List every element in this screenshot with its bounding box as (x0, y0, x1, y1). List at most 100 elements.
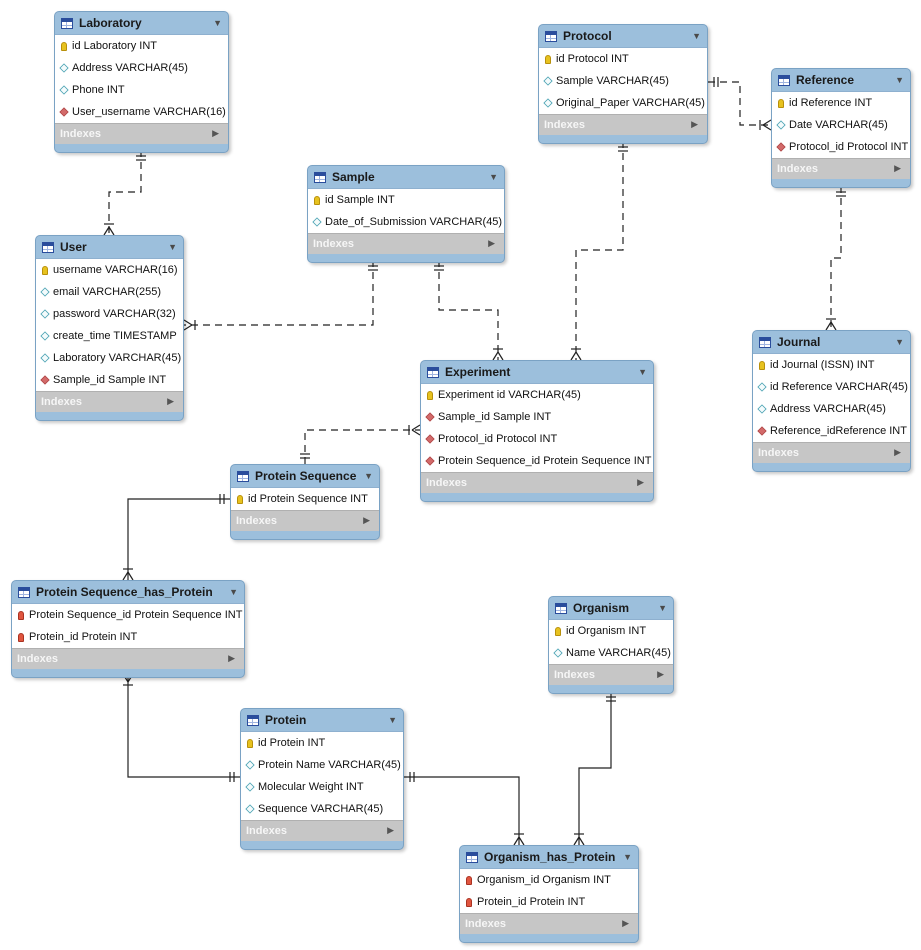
column-row[interactable]: Organism_id Organism INT (460, 869, 638, 891)
expand-arrow-icon[interactable]: ▶ (167, 396, 174, 406)
expand-arrow-icon[interactable]: ▶ (622, 918, 629, 928)
indexes-section[interactable]: Indexes▶ (55, 124, 228, 144)
table-protein-sequence-has-protein[interactable]: Protein Sequence_has_Protein▼Protein Seq… (11, 580, 245, 678)
expand-arrow-icon[interactable]: ▶ (387, 825, 394, 835)
indexes-section[interactable]: Indexes▶ (231, 511, 379, 531)
expand-arrow-icon[interactable]: ▶ (637, 477, 644, 487)
expand-arrow-icon[interactable]: ▶ (657, 669, 664, 679)
table-header[interactable]: Protein Sequence▼ (231, 465, 379, 487)
collapse-arrow-icon[interactable]: ▼ (229, 587, 238, 597)
indexes-section[interactable]: Indexes▶ (241, 821, 403, 841)
indexes-section[interactable]: Indexes▶ (460, 914, 638, 934)
relationship-protein-link[interactable] (122, 673, 240, 782)
collapse-arrow-icon[interactable]: ▼ (623, 852, 632, 862)
indexes-section[interactable]: Indexes▶ (539, 115, 707, 135)
column-row[interactable]: create_time TIMESTAMP (36, 325, 183, 347)
column-row[interactable]: Molecular Weight INT (241, 776, 403, 798)
indexes-section[interactable]: Indexes▶ (753, 443, 910, 463)
relationship-reference-journal[interactable] (825, 186, 846, 331)
relationship-sample-user[interactable] (183, 260, 378, 331)
column-row[interactable]: Protocol_id Protocol INT (421, 428, 653, 450)
column-row[interactable]: id Reference INT (772, 92, 910, 114)
indexes-section[interactable]: Indexes▶ (421, 473, 653, 493)
column-row[interactable]: id Sample INT (308, 189, 504, 211)
table-header[interactable]: Protein▼ (241, 709, 403, 731)
collapse-arrow-icon[interactable]: ▼ (895, 337, 904, 347)
column-row[interactable]: id Protein Sequence INT (231, 488, 379, 510)
relationship-protocol-experiment[interactable] (570, 141, 628, 361)
column-row[interactable]: Protein Name VARCHAR(45) (241, 754, 403, 776)
column-row[interactable]: Protein_id Protein INT (460, 891, 638, 913)
expand-arrow-icon[interactable]: ▶ (894, 163, 901, 173)
column-row[interactable]: email VARCHAR(255) (36, 281, 183, 303)
column-row[interactable]: id Journal (ISSN) INT (753, 354, 910, 376)
column-row[interactable]: id Organism INT (549, 620, 673, 642)
relationship-sample-experiment[interactable] (434, 260, 504, 361)
relationship-protein-sequence-experiment[interactable] (300, 424, 421, 464)
expand-arrow-icon[interactable]: ▶ (691, 119, 698, 129)
table-header[interactable]: Experiment▼ (421, 361, 653, 383)
column-row[interactable]: Sequence VARCHAR(45) (241, 798, 403, 820)
column-row[interactable]: Protein Sequence_id Protein Sequence INT (12, 604, 244, 626)
collapse-arrow-icon[interactable]: ▼ (658, 603, 667, 613)
expand-arrow-icon[interactable]: ▶ (488, 238, 495, 248)
column-row[interactable]: Date VARCHAR(45) (772, 114, 910, 136)
collapse-arrow-icon[interactable]: ▼ (364, 471, 373, 481)
relationship-protein-sequence-link[interactable] (122, 494, 230, 581)
table-protein-sequence[interactable]: Protein Sequence▼id Protein Sequence INT… (230, 464, 380, 540)
table-header[interactable]: Laboratory▼ (55, 12, 228, 34)
expand-arrow-icon[interactable]: ▶ (228, 653, 235, 663)
column-row[interactable]: Reference_idReference INT (753, 420, 910, 442)
table-header[interactable]: Organism▼ (549, 597, 673, 619)
collapse-arrow-icon[interactable]: ▼ (168, 242, 177, 252)
expand-arrow-icon[interactable]: ▶ (363, 515, 370, 525)
table-organism-has-protein[interactable]: Organism_has_Protein▼Organism_id Organis… (459, 845, 639, 943)
column-row[interactable]: id Protocol INT (539, 48, 707, 70)
column-row[interactable]: Protocol_id Protocol INT (772, 136, 910, 158)
column-row[interactable]: Address VARCHAR(45) (753, 398, 910, 420)
collapse-arrow-icon[interactable]: ▼ (692, 31, 701, 41)
collapse-arrow-icon[interactable]: ▼ (213, 18, 222, 28)
column-row[interactable]: Sample_id Sample INT (421, 406, 653, 428)
table-header[interactable]: Organism_has_Protein▼ (460, 846, 638, 868)
column-row[interactable]: Sample VARCHAR(45) (539, 70, 707, 92)
column-row[interactable]: Experiment id VARCHAR(45) (421, 384, 653, 406)
table-header[interactable]: Sample▼ (308, 166, 504, 188)
table-header[interactable]: Journal▼ (753, 331, 910, 353)
indexes-section[interactable]: Indexes▶ (36, 392, 183, 412)
indexes-section[interactable]: Indexes▶ (308, 234, 504, 254)
column-row[interactable]: id Laboratory INT (55, 35, 228, 57)
expand-arrow-icon[interactable]: ▶ (894, 447, 901, 457)
column-row[interactable]: username VARCHAR(16) (36, 259, 183, 281)
collapse-arrow-icon[interactable]: ▼ (388, 715, 397, 725)
column-row[interactable]: Protein Sequence_id Protein Sequence INT (421, 450, 653, 472)
column-row[interactable]: Original_Paper VARCHAR(45) (539, 92, 707, 114)
collapse-arrow-icon[interactable]: ▼ (489, 172, 498, 182)
column-row[interactable]: Date_of_Submission VARCHAR(45) (308, 211, 504, 233)
relationship-protocol-reference[interactable] (708, 77, 772, 131)
table-header[interactable]: Reference▼ (772, 69, 910, 91)
relationship-laboratory-user[interactable] (103, 150, 146, 236)
indexes-section[interactable]: Indexes▶ (772, 159, 910, 179)
table-user[interactable]: User▼username VARCHAR(16)email VARCHAR(2… (35, 235, 184, 421)
column-row[interactable]: Name VARCHAR(45) (549, 642, 673, 664)
relationship-protein-organism-link[interactable] (404, 772, 525, 846)
column-row[interactable]: Protein_id Protein INT (12, 626, 244, 648)
column-row[interactable]: password VARCHAR(32) (36, 303, 183, 325)
table-header[interactable]: Protein Sequence_has_Protein▼ (12, 581, 244, 603)
column-row[interactable]: id Protein INT (241, 732, 403, 754)
indexes-section[interactable]: Indexes▶ (549, 665, 673, 685)
table-header[interactable]: User▼ (36, 236, 183, 258)
indexes-section[interactable]: Indexes▶ (12, 649, 244, 669)
column-row[interactable]: Phone INT (55, 79, 228, 101)
column-row[interactable]: Laboratory VARCHAR(45) (36, 347, 183, 369)
collapse-arrow-icon[interactable]: ▼ (638, 367, 647, 377)
relationship-organism-link[interactable] (573, 691, 616, 846)
column-row[interactable]: User_username VARCHAR(16) (55, 101, 228, 123)
